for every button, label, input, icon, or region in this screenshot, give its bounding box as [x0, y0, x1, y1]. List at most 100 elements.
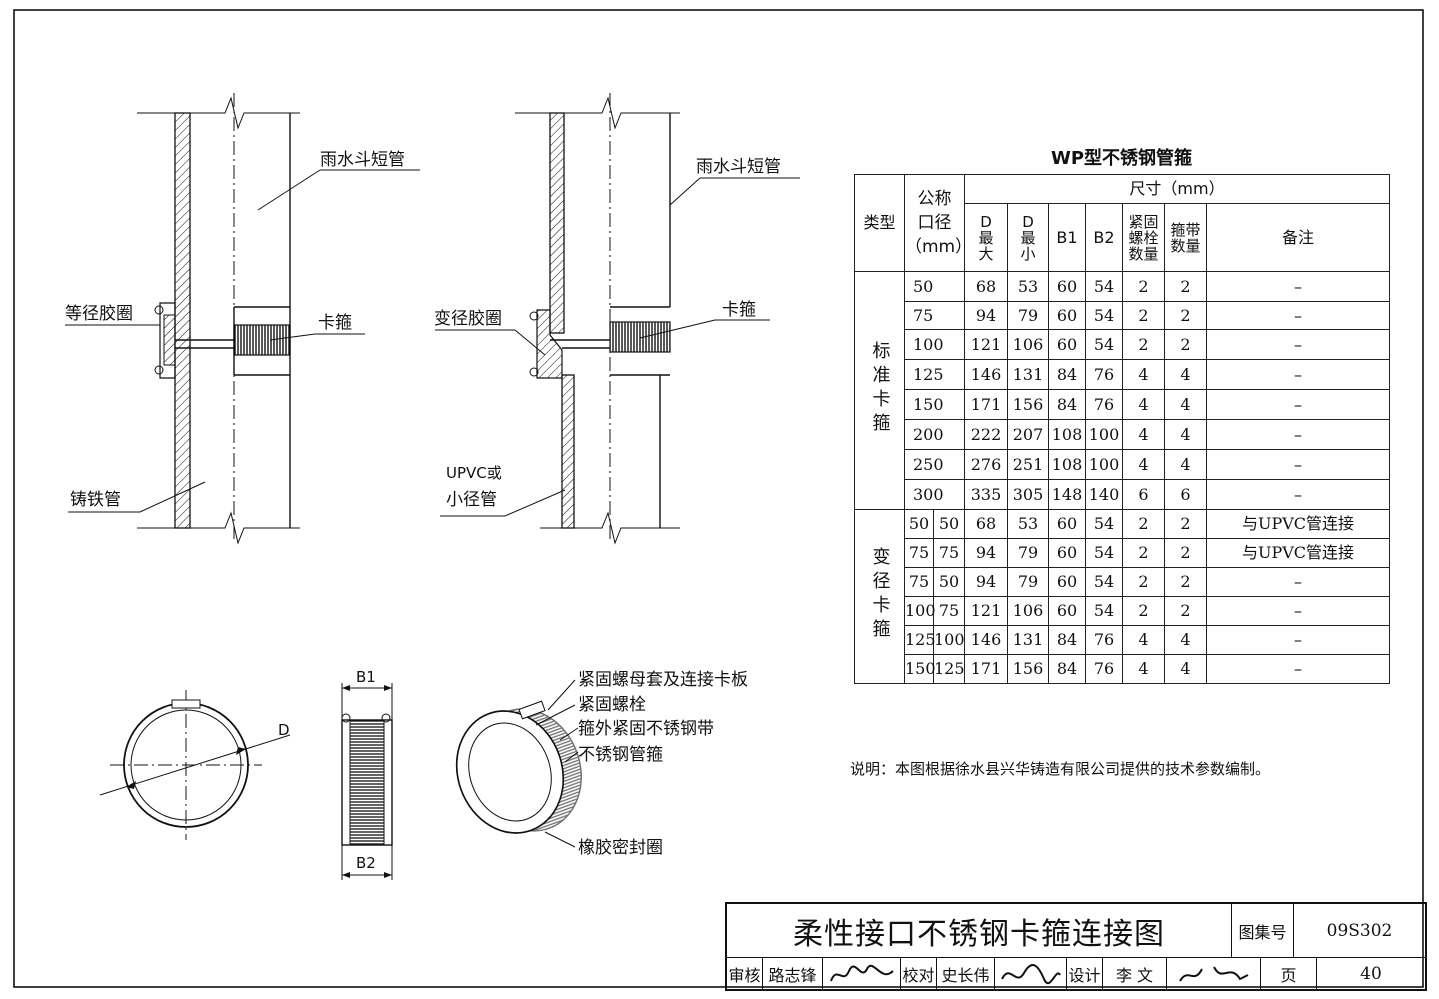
cell-dmax: 121 [964, 596, 1008, 626]
cell-remark: – [1205, 625, 1391, 655]
cell-dmin: 106 [1007, 329, 1049, 360]
drawing-title: 柔性接口不锈钢卡箍连接图 [727, 904, 1232, 958]
reviewer-signature [823, 958, 901, 989]
cell-remark: – [1205, 329, 1391, 360]
cell-dn2: 125 [933, 654, 965, 684]
cell-dmax: 171 [964, 654, 1008, 684]
designer-name: 李 文 [1103, 958, 1167, 989]
cell-bolts: 2 [1122, 509, 1165, 539]
cell-remark: 与UPVC管连接 [1205, 538, 1391, 568]
cell-bands: 6 [1164, 479, 1207, 510]
cell-b1: 60 [1048, 329, 1086, 360]
cell-bands: 2 [1164, 329, 1207, 360]
cell-bands: 4 [1164, 359, 1207, 390]
cell-bolts: 2 [1122, 538, 1165, 568]
cell-bands: 2 [1164, 509, 1207, 539]
cell-dn: 50 [904, 271, 965, 302]
header-type: 类型 [854, 174, 905, 272]
cell-bolts: 4 [1122, 359, 1165, 390]
cell-b1: 108 [1048, 449, 1086, 480]
reviewer-signature-mark [829, 964, 894, 981]
cell-dn2: 50 [933, 567, 965, 597]
atlas-label: 图集号 [1232, 904, 1294, 958]
cell-b2: 76 [1085, 389, 1123, 420]
cell-dmax: 146 [964, 359, 1008, 390]
cell-bands: 2 [1164, 538, 1207, 568]
cell-dmax: 276 [964, 449, 1008, 480]
header-d-max: D最大 [964, 203, 1008, 272]
header-nominal-line-2: 口径 [917, 213, 952, 233]
cell-remark: – [1205, 301, 1391, 330]
cell-bolts: 4 [1122, 625, 1165, 655]
cell-bolts: 2 [1122, 271, 1165, 302]
cell-bands: 4 [1164, 449, 1207, 480]
check-label: 校对 [901, 958, 937, 989]
header-d-min: D最小 [1007, 203, 1049, 272]
cell-bolts: 4 [1122, 654, 1165, 684]
cell-bands: 2 [1164, 596, 1207, 626]
clamp-front-view [99, 690, 291, 840]
cell-bands: 2 [1164, 301, 1207, 330]
cell-dn1: 100 [904, 596, 936, 626]
cell-dn1: 125 [904, 625, 936, 655]
cell-b1: 148 [1048, 479, 1086, 510]
cell-b1: 60 [1048, 567, 1086, 597]
cell-dn: 200 [904, 419, 965, 450]
cell-b1: 108 [1048, 419, 1086, 450]
header-nominal-line-1: 公称 [917, 189, 952, 209]
cell-dmax: 171 [964, 389, 1008, 420]
checker-name: 史长伟 [937, 958, 995, 989]
cell-dmax: 94 [964, 301, 1008, 330]
review-label: 审核 [727, 958, 763, 989]
cell-dmax: 121 [964, 329, 1008, 360]
header-remark: 备注 [1205, 203, 1391, 272]
header-band-qty: 箍带数量 [1164, 203, 1207, 272]
cell-remark: – [1205, 596, 1391, 626]
label-seal: 橡胶密封圈 [578, 838, 663, 858]
designer-signature-mark [1178, 965, 1248, 982]
cell-b2: 140 [1085, 479, 1123, 510]
checker-signature [995, 958, 1067, 989]
clamp-side-view [341, 683, 393, 880]
group-standard: 标准卡箍 [854, 271, 905, 510]
cell-b2: 76 [1085, 654, 1123, 684]
cell-dn1: 75 [904, 567, 934, 597]
left-pipe-detail [65, 93, 420, 545]
designer-signature [1167, 958, 1261, 989]
left-label-top-pipe: 雨水斗短管 [320, 150, 405, 170]
cell-b1: 84 [1048, 625, 1086, 655]
cell-dmax: 335 [964, 479, 1008, 510]
cell-b2: 54 [1085, 567, 1123, 597]
spec-table: 类型 公称 口径 （mm） 尺寸（mm） D最大 D最小 B1 B2 紧固螺栓数… [854, 173, 1391, 684]
cell-b1: 60 [1048, 301, 1086, 330]
header-b1: B1 [1048, 203, 1086, 272]
cell-bolts: 4 [1122, 419, 1165, 450]
note-text: 说明：本图根据徐水县兴华铸造有限公司提供的技术参数编制。 [850, 760, 1271, 778]
cell-b2: 54 [1085, 271, 1123, 302]
cell-remark: – [1205, 479, 1391, 510]
cell-b2: 100 [1085, 419, 1123, 450]
group-reducing-label: 变径卡箍 [869, 547, 891, 643]
cell-dn2: 100 [933, 625, 965, 655]
cell-remark: – [1205, 271, 1391, 302]
cell-b2: 54 [1085, 538, 1123, 568]
cell-dmin: 305 [1007, 479, 1049, 510]
left-clamp-block [233, 324, 291, 356]
cell-bands: 2 [1164, 567, 1207, 597]
cell-b2: 76 [1085, 625, 1123, 655]
cell-dn2: 75 [933, 596, 965, 626]
right-label-bottom-pipe-2: 小径管 [446, 490, 497, 510]
cell-dmin: 156 [1007, 654, 1049, 684]
cell-bolts: 6 [1122, 479, 1165, 510]
